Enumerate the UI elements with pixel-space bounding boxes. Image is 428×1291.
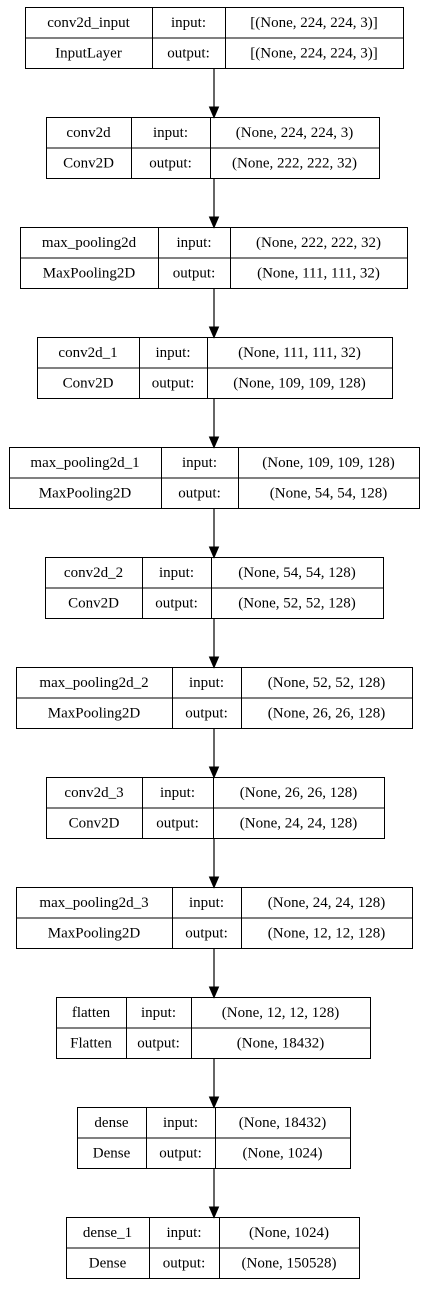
input-label: input: xyxy=(160,785,195,801)
layer-name: max_pooling2d_3 xyxy=(39,895,148,911)
layer-type: Dense xyxy=(89,1255,127,1271)
layer-type: Conv2D xyxy=(69,815,120,831)
input-shape: [(None, 224, 224, 3)] xyxy=(250,15,377,31)
output-label: output: xyxy=(156,815,199,831)
output-shape: (None, 1024) xyxy=(243,1145,323,1161)
output-label: output: xyxy=(167,45,210,61)
output-label: output: xyxy=(185,925,228,941)
input-shape: (None, 52, 52, 128) xyxy=(268,675,385,691)
flow-arrow xyxy=(208,729,220,779)
output-label: output: xyxy=(173,265,216,281)
output-shape: (None, 12, 12, 128) xyxy=(268,925,385,941)
layer-type: MaxPooling2D xyxy=(48,925,141,941)
layer-name: conv2d_3 xyxy=(64,785,123,801)
output-shape: (None, 26, 26, 128) xyxy=(268,705,385,721)
flow-arrow xyxy=(208,69,220,119)
flow-arrow xyxy=(208,179,220,229)
flow-arrow xyxy=(208,509,220,559)
input-shape: (None, 54, 54, 128) xyxy=(238,565,355,581)
output-shape: (None, 109, 109, 128) xyxy=(233,375,365,391)
output-shape: (None, 24, 24, 128) xyxy=(240,815,357,831)
layer-name: conv2d_2 xyxy=(64,565,123,581)
layer-type: MaxPooling2D xyxy=(48,705,141,721)
layer-type: Dense xyxy=(93,1145,131,1161)
layer-name: max_pooling2d xyxy=(42,235,137,251)
input-label: input: xyxy=(189,895,224,911)
layer-name: conv2d_input xyxy=(47,15,130,31)
output-shape: [(None, 224, 224, 3)] xyxy=(250,45,377,61)
input-label: input: xyxy=(155,345,190,361)
output-label: output: xyxy=(155,595,198,611)
input-label: input: xyxy=(182,455,217,471)
output-shape: (None, 111, 111, 32) xyxy=(257,265,380,281)
output-shape: (None, 52, 52, 128) xyxy=(238,595,355,611)
flow-arrow xyxy=(208,1059,220,1109)
output-label: output: xyxy=(163,1255,206,1271)
input-label: input: xyxy=(176,235,211,251)
layer-type: InputLayer xyxy=(55,45,122,61)
layer-name: conv2d xyxy=(66,125,111,141)
layer-name: conv2d_1 xyxy=(58,345,117,361)
input-label: input: xyxy=(171,15,206,31)
layer-type: Conv2D xyxy=(63,375,114,391)
layer-type: MaxPooling2D xyxy=(39,485,132,501)
layer-type: Conv2D xyxy=(63,155,114,171)
input-shape: (None, 18432) xyxy=(239,1115,326,1131)
input-shape: (None, 26, 26, 128) xyxy=(240,785,357,801)
input-shape: (None, 1024) xyxy=(249,1225,329,1241)
flow-arrow xyxy=(208,839,220,889)
input-label: input: xyxy=(141,1005,176,1021)
layer-name: max_pooling2d_2 xyxy=(39,675,148,691)
output-label: output: xyxy=(152,375,195,391)
input-shape: (None, 111, 111, 32) xyxy=(238,345,361,361)
layer-type: Conv2D xyxy=(68,595,119,611)
layer-type: MaxPooling2D xyxy=(43,265,136,281)
input-shape: (None, 222, 222, 32) xyxy=(256,235,381,251)
flow-arrow xyxy=(208,1169,220,1219)
flow-arrow xyxy=(208,399,220,449)
layer-type: Flatten xyxy=(70,1035,112,1051)
input-shape: (None, 24, 24, 128) xyxy=(268,895,385,911)
layer-name: dense xyxy=(94,1115,128,1131)
output-shape: (None, 150528) xyxy=(242,1255,337,1271)
output-label: output: xyxy=(137,1035,180,1051)
input-label: input: xyxy=(189,675,224,691)
output-shape: (None, 18432) xyxy=(237,1035,324,1051)
input-label: input: xyxy=(163,1115,198,1131)
flow-arrow xyxy=(208,949,220,999)
input-shape: (None, 12, 12, 128) xyxy=(222,1005,339,1021)
input-shape: (None, 224, 224, 3) xyxy=(236,125,353,141)
flow-arrow xyxy=(208,289,220,339)
input-label: input: xyxy=(153,125,188,141)
output-label: output: xyxy=(149,155,192,171)
layer-name: dense_1 xyxy=(83,1225,132,1241)
output-label: output: xyxy=(159,1145,202,1161)
output-label: output: xyxy=(178,485,221,501)
input-label: input: xyxy=(166,1225,201,1241)
output-label: output: xyxy=(185,705,228,721)
layer-name: flatten xyxy=(72,1005,111,1021)
flow-arrow xyxy=(208,619,220,669)
input-label: input: xyxy=(159,565,194,581)
input-shape: (None, 109, 109, 128) xyxy=(262,455,394,471)
output-shape: (None, 54, 54, 128) xyxy=(270,485,387,501)
output-shape: (None, 222, 222, 32) xyxy=(232,155,357,171)
layer-name: max_pooling2d_1 xyxy=(30,455,139,471)
